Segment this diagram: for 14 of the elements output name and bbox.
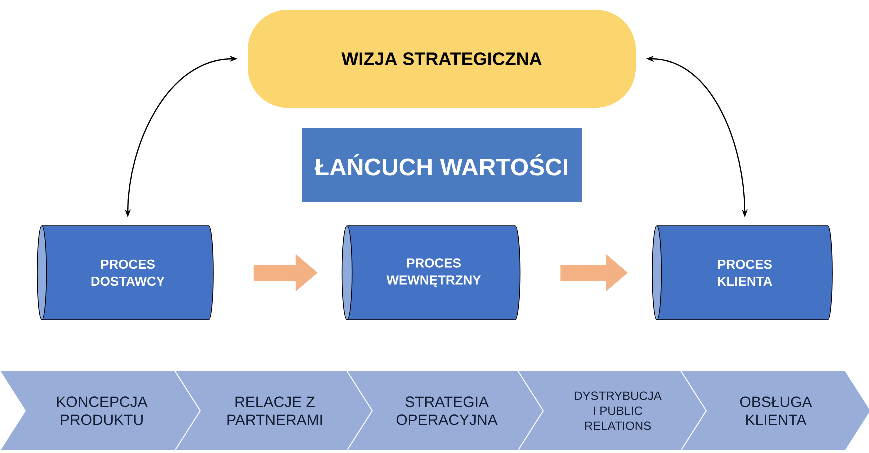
node-label: STRATEGIA OPERACYJNA <box>396 396 498 426</box>
process-cylinder: PROCES KLIENTA <box>652 226 833 320</box>
chevron-step: KONCEPCJA PRODUKTU <box>0 370 205 452</box>
vision-banner: WIZJA STRATEGICZNA <box>248 10 636 108</box>
chevron-step: STRATEGIA OPERACYJNA <box>346 370 548 452</box>
chevron-step: RELACJE Z PARTNERAMI <box>174 370 376 452</box>
node-label: DYSTRYBUCJA I PUBLIC RELATIONS <box>575 392 662 430</box>
node-label: RELACJE Z PARTNERAMI <box>228 396 322 426</box>
process-cylinder: PROCES WEWNĘTRZNY <box>342 226 521 320</box>
chevron-step: OBSŁUGA KLIENTA <box>680 370 869 452</box>
node-label: KONCEPCJA PRODUKTU <box>57 396 148 426</box>
process-cylinder: PROCES DOSTAWCY <box>37 226 214 320</box>
title-box: ŁAŃCUCH WARTOŚCI <box>302 128 582 202</box>
node-label: OBSŁUGA KLIENTA <box>740 396 812 426</box>
